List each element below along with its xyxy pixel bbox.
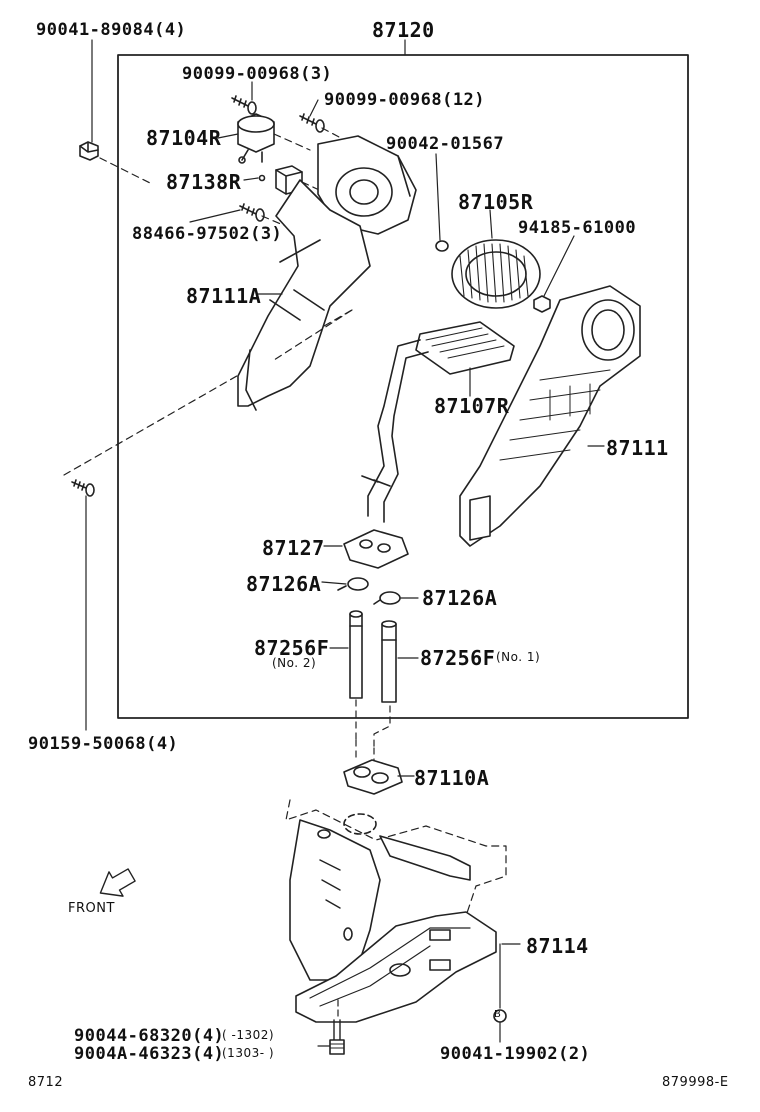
label-87104R: 87104R	[146, 126, 222, 150]
label-90099-00968-3: 90099-00968(3)	[182, 64, 333, 84]
nut-94185-61000	[533, 295, 551, 313]
blower-motor-87104R	[237, 113, 275, 164]
blower-case-upper	[317, 135, 417, 261]
label-87114: 87114	[526, 934, 589, 958]
label-94185-61000: 94185-61000	[518, 218, 637, 238]
label-90041-19902: 90041-19902(2)	[440, 1044, 591, 1064]
label-90099-00968-12: 90099-00968(12)	[324, 90, 486, 110]
label-87120: 87120	[372, 18, 435, 42]
label-87107R: 87107R	[434, 394, 510, 418]
label-9004A-46323-range: (1303- )	[222, 1046, 275, 1060]
clamp-87126A-left	[337, 577, 369, 591]
label-87126A-right: 87126A	[422, 586, 498, 610]
floor-panel	[285, 799, 507, 981]
blower-case-87111	[459, 285, 641, 547]
label-87256F-right: 87256F	[420, 646, 496, 670]
clip-90041-89084-icon	[79, 141, 99, 161]
leader-88466	[189, 209, 241, 223]
label-87256F-right-note: (No. 1)	[496, 650, 541, 664]
washer-90042-01567	[435, 240, 449, 252]
label-87138R: 87138R	[166, 170, 242, 194]
leader-90042	[435, 153, 441, 241]
screw-90099-3-icon	[231, 95, 257, 115]
dash-clip-to-case	[99, 157, 151, 184]
leader-87138R	[243, 177, 259, 181]
leader-90099-12	[309, 99, 319, 117]
label-87111: 87111	[606, 436, 669, 460]
label-90044-68320-range: ( -1302)	[222, 1028, 275, 1042]
label-87105R: 87105R	[458, 190, 534, 214]
label-front: FRONT	[68, 901, 115, 916]
blower-fan-87105R	[451, 239, 541, 309]
clamp-87126A-right	[373, 591, 401, 605]
front-arrow-icon	[99, 868, 136, 897]
page-code: 8712	[28, 1075, 64, 1090]
screw-88466-97502-icon	[239, 203, 265, 222]
heater-core-87107R	[361, 321, 515, 523]
duct-87111A	[237, 179, 371, 411]
label-90044-68320: 90044-68320(4)	[74, 1026, 225, 1046]
label-87110A: 87110A	[414, 766, 490, 790]
assembly-frame	[117, 54, 689, 719]
bolt-90044-icon	[329, 1019, 345, 1055]
hose-87256F-right	[381, 620, 397, 703]
figure-code: 879998-E	[662, 1075, 729, 1090]
label-88466-97502: 88466-97502(3)	[132, 224, 283, 244]
label-87127: 87127	[262, 536, 325, 560]
label-87256F-left: 87256F	[254, 636, 330, 660]
leader-94185	[543, 235, 575, 297]
label-87126A-left: 87126A	[246, 572, 322, 596]
bracket-87114	[295, 911, 497, 1023]
label-90042-01567: 90042-01567	[386, 134, 505, 154]
grommet-87127	[343, 529, 409, 569]
label-87256F-left-note: (No. 2)	[272, 656, 317, 670]
leader-87105R	[489, 209, 493, 239]
leader-87104R	[217, 133, 239, 139]
label-9004A-46323: 9004A-46323(4)	[74, 1044, 225, 1064]
screw-90099-12-icon	[299, 113, 325, 133]
screw-90159-50068-icon	[71, 479, 95, 497]
label-90041-89084: 90041-89084(4)	[36, 20, 187, 40]
grommet-87110A	[343, 759, 403, 795]
label-circle-b: B	[494, 1009, 502, 1020]
hose-87256F-left	[349, 610, 363, 699]
label-90159-50068: 90159-50068(4)	[28, 734, 179, 754]
label-87111A: 87111A	[186, 284, 262, 308]
